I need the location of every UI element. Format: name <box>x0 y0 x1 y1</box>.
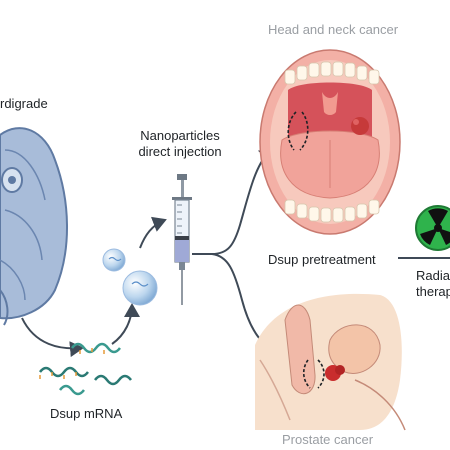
pelvis-illustration <box>255 293 406 431</box>
tardigrade-illustration <box>0 127 68 326</box>
prostate-cancer-label: Prostate cancer <box>282 432 374 447</box>
radiation-label-line2: therap <box>416 284 450 299</box>
nanoparticles-label-line1: Nanoparticles <box>140 128 220 143</box>
arrow-to-mrna <box>21 317 84 358</box>
arrow-to-nanoparticles <box>111 303 140 345</box>
radiation-label-line1: Radia <box>416 268 450 283</box>
tardigrade-label: rdigrade <box>0 96 48 111</box>
head-neck-cancer-label: Head and neck cancer <box>268 22 399 37</box>
nanoparticles-label-line2: direct injection <box>138 144 222 159</box>
mrna-strands <box>39 342 132 396</box>
syringe-icon <box>172 174 192 305</box>
open-mouth-illustration <box>259 49 401 235</box>
arrow-to-head-neck <box>192 146 274 255</box>
radiation-icon <box>415 205 450 251</box>
dsup-mrna-label: Dsup mRNA <box>50 406 123 421</box>
arrow-to-syringe <box>139 216 167 249</box>
nanoparticle-spheres <box>102 248 158 306</box>
dsup-pretreatment-label: Dsup pretreatment <box>268 252 376 267</box>
